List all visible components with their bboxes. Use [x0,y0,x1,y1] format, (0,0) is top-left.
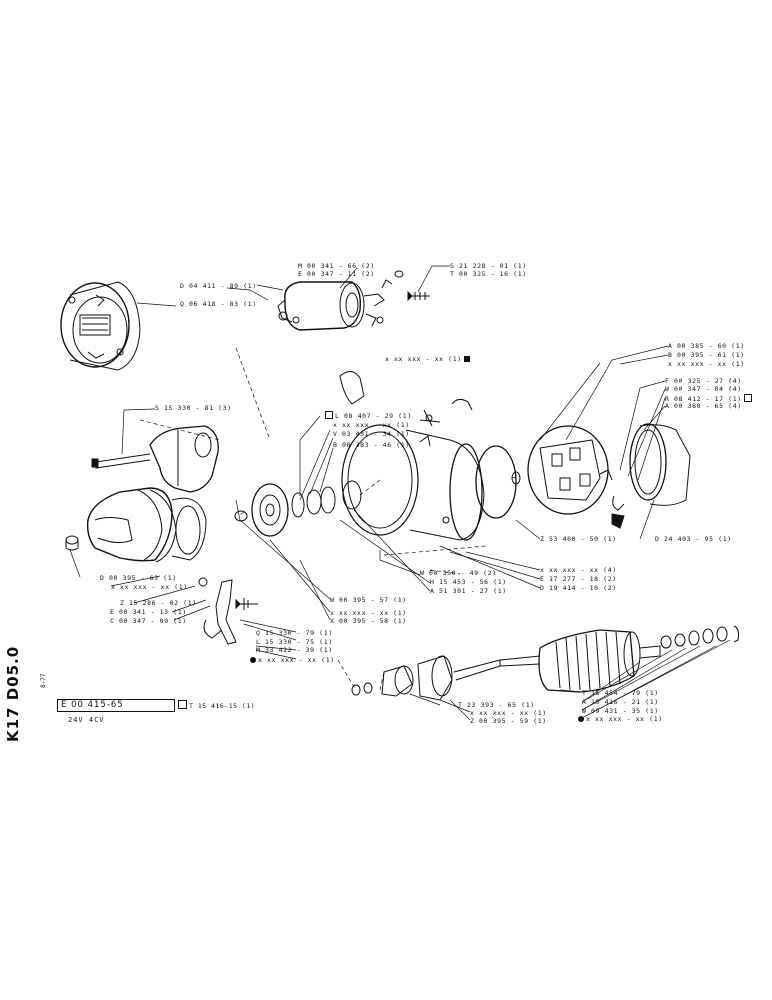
part-label: Z 53 460 - 50 (1) [540,535,617,543]
part-label: D 24 403 - 95 (1) [655,535,732,543]
gasket-ring-drawing [475,445,517,519]
part-label: E 00 347 - 11 (2) [298,270,375,278]
part-label: T 00 325 - 16 (1) [450,270,527,278]
part-label: R 08 412 - 17 (1) [665,394,752,403]
part-label: D 19 414 - 10 (2) [540,584,617,592]
part-label: S 21 228 - 01 (1) [450,262,527,270]
title-code-box: E 00 415-65 [57,699,175,712]
leader-lines [69,265,731,721]
pinion-drive-drawing [351,655,501,701]
part-label: x xx xxx - xx (1) [385,355,470,363]
part-label: T 23 393 - 65 (1) [458,701,535,709]
part-label: X 00 395 - 58 (1) [330,617,407,625]
solenoid-drawing [277,270,430,331]
part-label: C 00 347 - 09 (1) [110,617,187,625]
part-label: x xx xxx - xx (1) [578,715,663,723]
part-label: D 00 395 - 63 (1) [100,574,177,582]
part-label: x xx xxx - xx (1) [111,583,188,591]
part-label: B 00 395 - 61 (1) [668,351,745,359]
checkbox-symbol [178,700,187,709]
part-label: W 00 347 - 04 (4) [665,385,742,393]
part-label: x xx xxx - xx (1) [330,609,407,617]
end-housing-drawing [60,281,141,371]
fork-lever-drawing [198,577,258,645]
part-label: A 00 385 - 60 (1) [668,342,745,350]
part-label: E 00 341 - 13 (1) [110,608,187,616]
part-label: M 33 422 - 39 (1) [256,646,333,654]
part-label: H 15 453 - 56 (1) [430,578,507,586]
part-label: M 00 341 - 66 (2) [298,262,375,270]
part-label: Q 15 330 - 79 (1) [256,629,333,637]
part-label: L 08 407 - 29 (1) [325,411,412,420]
part-label: Z 15 286 - 02 (1) [120,599,197,607]
part-label: A 15 416 - 21 (1) [582,698,659,706]
part-label: W 00 350 - 49 (2) [420,569,497,577]
brush-holder-drawing [511,425,613,515]
part-label: x xx xxx - xx (4) [540,566,617,574]
part-label: S 15 330 - 81 (3) [155,404,232,412]
part-label: V 03 431 - 34 (1) [333,430,410,438]
part-label: A 00 380 - 65 (4) [665,402,742,410]
part-label: D 04 411 - 89 (1) [180,282,257,290]
side-date-text: 8-77 [40,673,47,688]
assembly-dashed-lines [139,347,521,691]
yoke-housing-drawing [339,371,485,541]
part-label: B 00 383 - 46 (1) [333,441,410,449]
armature-drawing [499,625,739,693]
drive-housing-drawing [65,425,219,563]
end-cover-drawing [611,423,691,529]
part-label: x xx xxx - xx (1) [250,656,335,664]
part-label: x xx xxx - xx (1) [470,709,547,717]
part-label: T 15 454 - 79 (1) [582,689,659,697]
part-label: W 00 395 - 57 (1) [330,596,407,604]
part-label: Q 06 418 - 83 (1) [180,300,257,308]
part-label: E 17 277 - 18 (2) [540,575,617,583]
part-label: A 51 301 - 27 (1) [430,587,507,595]
voltage-power-text: 24V 4CV [68,716,105,724]
sheet-side-code: K17 D05.0 8-77 [4,646,47,744]
reference-label: T 15 416-15 (1) [178,700,255,710]
part-label: F 00 325 - 27 (4) [665,377,742,385]
part-label: Z 00 395 - 59 (1) [470,717,547,725]
part-label: L 15 330 - 75 (1) [256,638,333,646]
side-code-text: K17 D05.0 [4,645,22,742]
part-label: W 09 431 - 35 (1) [582,707,659,715]
part-label: x xx xxx - xx (1) [668,360,745,368]
part-label: x xx xxx - xx (1) [333,421,410,429]
